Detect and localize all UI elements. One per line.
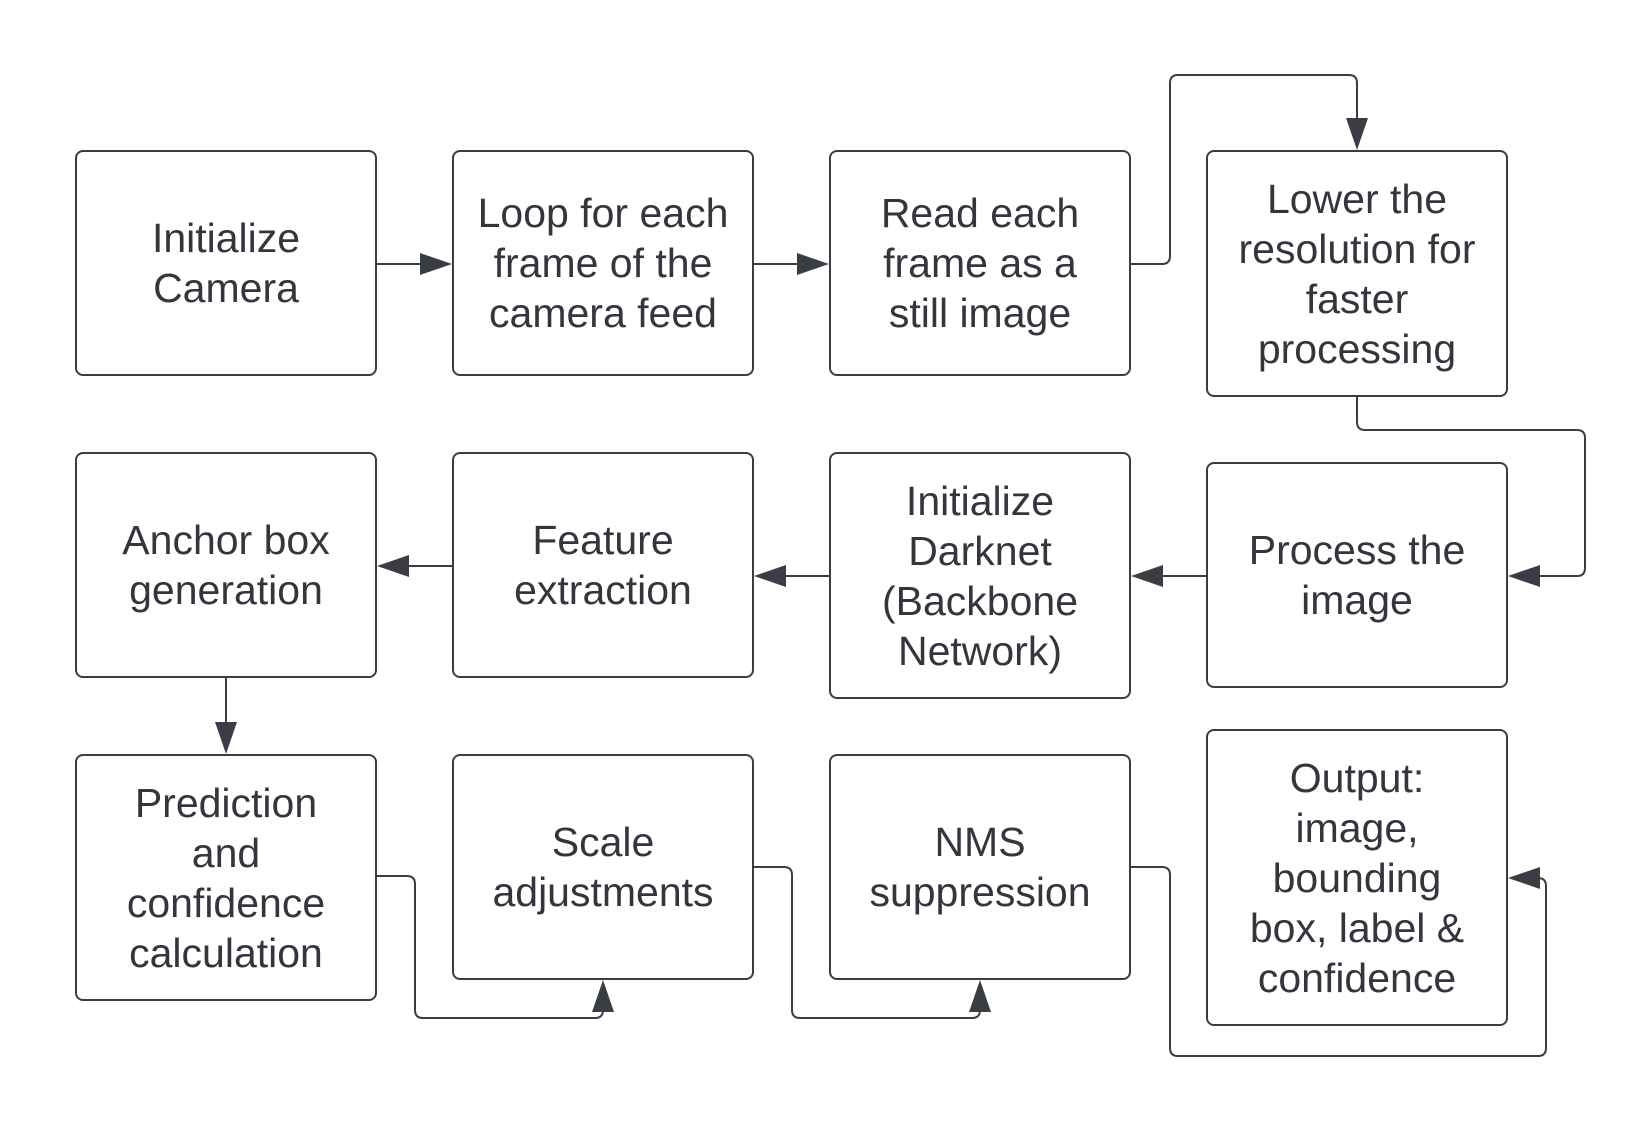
- step-read-frame: Read each frame as a still image: [829, 150, 1131, 376]
- step-anchor-box-generation: Anchor box generation: [75, 452, 377, 678]
- arrowhead: [592, 980, 614, 1012]
- step-label: Anchor box generation: [122, 517, 330, 613]
- step-label: Prediction and confidence calculation: [126, 779, 326, 976]
- step-loop-frames: Loop for each frame of the camera feed: [452, 150, 754, 376]
- step-label: Output: image, bounding box, label & con…: [1249, 754, 1465, 1001]
- step-label: Initialize Camera: [151, 215, 301, 311]
- step-prediction-confidence: Prediction and confidence calculation: [75, 754, 377, 1001]
- step-nms-suppression: NMS suppression: [829, 754, 1131, 980]
- arrowhead: [754, 565, 786, 587]
- arrowhead: [1346, 118, 1368, 150]
- arrowhead: [1131, 565, 1163, 587]
- arrowhead: [215, 722, 237, 754]
- step-label: Feature extraction: [514, 517, 692, 613]
- arrowhead: [797, 253, 829, 275]
- arrowhead: [1508, 565, 1540, 587]
- edge-scale-to-nms: [754, 866, 981, 1019]
- step-initialize-darknet: Initialize Darknet (Backbone Network): [829, 452, 1131, 699]
- arrowhead: [969, 980, 991, 1012]
- step-label: Lower the resolution for faster processi…: [1238, 175, 1476, 372]
- arrowhead: [377, 555, 409, 577]
- edge-read-to-lower: [1131, 74, 1358, 265]
- step-output: Output: image, bounding box, label & con…: [1206, 729, 1508, 1026]
- edge-nms-to-output: [1131, 866, 1547, 1057]
- step-feature-extraction: Feature extraction: [452, 452, 754, 678]
- step-initialize-camera: Initialize Camera: [75, 150, 377, 376]
- step-label: Initialize Darknet (Backbone Network): [881, 477, 1078, 674]
- step-scale-adjustments: Scale adjustments: [452, 754, 754, 980]
- step-label: Loop for each frame of the camera feed: [477, 190, 729, 336]
- step-lower-resolution: Lower the resolution for faster processi…: [1206, 150, 1508, 397]
- step-process-image: Process the image: [1206, 462, 1508, 688]
- step-label: Read each frame as a still image: [880, 190, 1080, 336]
- edge-lower-to-process: [1356, 397, 1586, 577]
- edge-prediction-to-scale: [377, 875, 604, 1019]
- step-label: Scale adjustments: [492, 819, 714, 915]
- step-label: Process the image: [1248, 527, 1466, 623]
- arrowhead: [1508, 867, 1540, 889]
- arrowhead: [420, 253, 452, 275]
- step-label: NMS suppression: [869, 819, 1091, 915]
